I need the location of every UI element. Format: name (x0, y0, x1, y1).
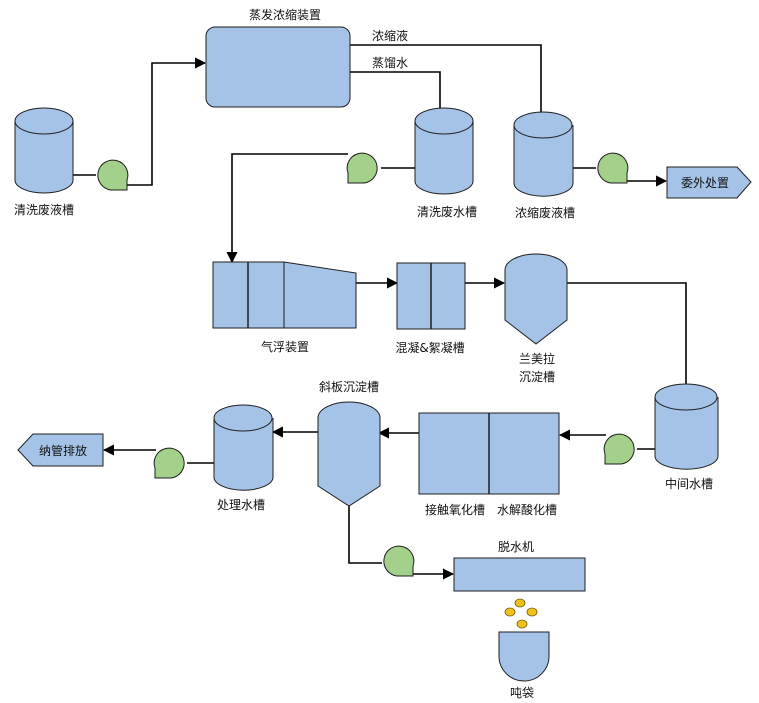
ton-bag-body (498, 631, 550, 682)
cleaning-water-tank-body (414, 121, 474, 195)
coagulation-label: 混凝&絮凝槽 (395, 340, 464, 355)
treated-tank: 处理水槽 (213, 404, 274, 512)
discharge-node: 纳管排放 (17, 433, 104, 467)
coagulation-unit: 混凝&絮凝槽 (395, 262, 466, 355)
inclined-settler-body (317, 401, 381, 507)
sludge-pellets (504, 598, 538, 629)
cleaning-water-tank: 清洗废水槽 (414, 107, 477, 219)
oxidation-hydrolysis-unit: 接触氧化槽 水解酸化槽 (418, 412, 560, 517)
discharge-pentagon (17, 433, 104, 467)
concentrate-tank-label: 浓缩废液槽 (515, 205, 575, 220)
evaporator-box (205, 26, 351, 108)
inclined-settler-label: 斜板沉淀槽 (319, 380, 379, 394)
treated-tank-body (213, 418, 274, 491)
cleaning-waste-tank: 清洗废液槽 (14, 107, 74, 217)
outsource-node: 委外处置 (666, 166, 752, 199)
contact-oxidation-label: 接触氧化槽 (425, 502, 485, 517)
concentrate-tank-top (513, 111, 573, 139)
middle-tank-body (654, 397, 719, 470)
outsource-label: 委外处置 (681, 176, 729, 190)
cleaning-water-tank-label: 清洗废水槽 (417, 204, 477, 219)
ton-bag-label: 吨袋 (510, 686, 534, 700)
middle-tank-top (654, 383, 718, 411)
pump-icon (346, 152, 378, 184)
outsource-pentagon (666, 166, 752, 199)
pump-icon (597, 152, 629, 184)
pump-icon (97, 159, 129, 191)
distillate-label: 蒸馏水 (372, 56, 408, 70)
discharge-label: 纳管排放 (39, 443, 87, 458)
pump-icon (153, 447, 185, 479)
lamella-label-2: 沉淀槽 (519, 370, 555, 384)
sludge-pellet (516, 619, 528, 629)
sludge-pellet (514, 598, 526, 608)
dewatering-unit: 脱水机 (453, 539, 586, 592)
pump-icon (383, 545, 415, 577)
sludge-pellet (526, 607, 538, 617)
inclined-settler-unit: 斜板沉淀槽 (317, 380, 381, 507)
pipe-pump-to-flotation (226, 153, 348, 264)
flotation-label: 气浮装置 (261, 339, 309, 354)
cleaning-waste-tank-top (14, 107, 74, 135)
pump-icon (603, 433, 635, 465)
lamella-unit: 兰美拉 沉淀槽 (504, 253, 568, 384)
ton-bag-unit: 吨袋 (498, 631, 550, 700)
concentrate-tank: 浓缩废液槽 (513, 111, 575, 220)
dewatering-label: 脱水机 (498, 539, 534, 554)
concentrate-label: 浓缩液 (372, 28, 408, 43)
treated-tank-top (213, 404, 273, 432)
pipe-distillate (350, 71, 446, 123)
pipe-lamella-to-middle (567, 282, 692, 404)
treated-tank-label: 处理水槽 (217, 498, 265, 512)
lamella-label-1: 兰美拉 (519, 351, 555, 366)
pipe-pump-to-evaporator (127, 57, 207, 186)
sludge-pellet (504, 607, 516, 617)
dewatering-body (453, 557, 586, 592)
middle-tank: 中间水槽 (654, 383, 719, 491)
pipe-concentrate (350, 44, 547, 124)
concentrate-tank-body (513, 125, 574, 197)
evaporator-unit: 蒸发浓缩装置 浓缩液 蒸馏水 (205, 7, 408, 108)
middle-tank-label: 中间水槽 (665, 476, 713, 491)
cleaning-waste-tank-label: 清洗废液槽 (14, 202, 74, 217)
hydrolysis-label: 水解酸化槽 (497, 502, 557, 517)
cleaning-water-tank-top (414, 107, 474, 135)
evaporator-label: 蒸发浓缩装置 (249, 7, 321, 22)
pipe-settler-to-pump (348, 506, 382, 564)
pipes (73, 44, 692, 580)
cleaning-waste-tank-body (14, 121, 74, 194)
flotation-unit: 气浮装置 (212, 261, 357, 354)
lamella-body (504, 253, 568, 345)
